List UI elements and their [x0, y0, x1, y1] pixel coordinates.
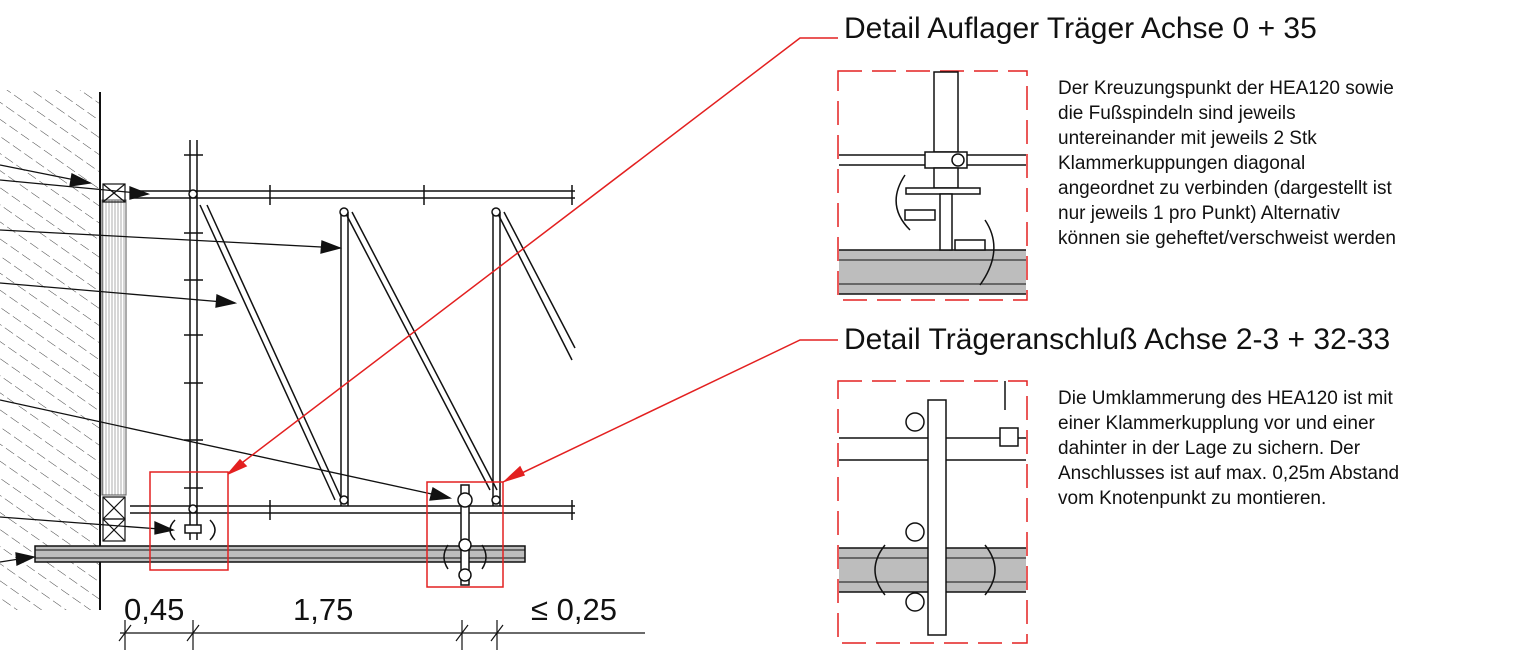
detail-2-box — [837, 380, 1028, 644]
detail-1-text: Der Kreuzungspunkt der HEA120 sowie die … — [1058, 76, 1396, 251]
scaffold-ledgers — [130, 185, 575, 520]
detail-1-line: angeordnet zu verbinden (dargestellt ist — [1058, 178, 1392, 199]
scaffold-standards — [184, 140, 501, 540]
detail-1-line: können sie geheftet/verschweist werden — [1058, 228, 1396, 249]
detail-2-line: vom Knotenpunkt zu montieren. — [1058, 488, 1327, 509]
detail-1-title: Detail Auflager Träger Achse 0 + 35 — [844, 12, 1317, 45]
detail-2-line: einer Klammerkupplung vor und einer — [1058, 413, 1375, 434]
detail-2-title: Detail Trägeranschluß Achse 2-3 + 32-33 — [844, 323, 1391, 356]
detail-1-line: Der Kreuzungspunkt der HEA120 sowie — [1058, 78, 1394, 99]
dimension-label-3: ≤ 0,25 — [531, 592, 617, 627]
detail-1-line: Klammerkuppungen diagonal — [1058, 153, 1306, 174]
dimension-label-1: 0,45 — [124, 592, 184, 627]
wall — [0, 90, 127, 610]
leader-arrows — [0, 164, 453, 566]
detail-2-line: Die Umklammerung des HEA120 ist mit — [1058, 388, 1393, 409]
callout-markers — [149, 37, 838, 588]
detail-1-box — [837, 70, 1028, 301]
detail-2-text: Die Umklammerung des HEA120 ist mit eine… — [1058, 386, 1399, 511]
hea120-beam — [34, 545, 526, 563]
detail-1-line: nur jeweils 1 pro Punkt) Alternativ — [1058, 203, 1340, 224]
dimension-label-2: 1,75 — [293, 592, 353, 627]
main-couplers — [169, 189, 501, 586]
detail-1-line: die Fußspindeln sind jeweils — [1058, 103, 1296, 124]
wall-anchor — [102, 183, 126, 542]
detail-2-line: dahinter in der Lage zu sichern. Der — [1058, 438, 1361, 459]
detail-2-line: Anschlusses ist auf max. 0,25m Abstand — [1058, 463, 1400, 484]
dimension-line — [118, 620, 645, 650]
diagonal-braces — [199, 204, 576, 501]
detail-1-line: untereinander mit jeweils 2 Stk — [1058, 128, 1317, 149]
